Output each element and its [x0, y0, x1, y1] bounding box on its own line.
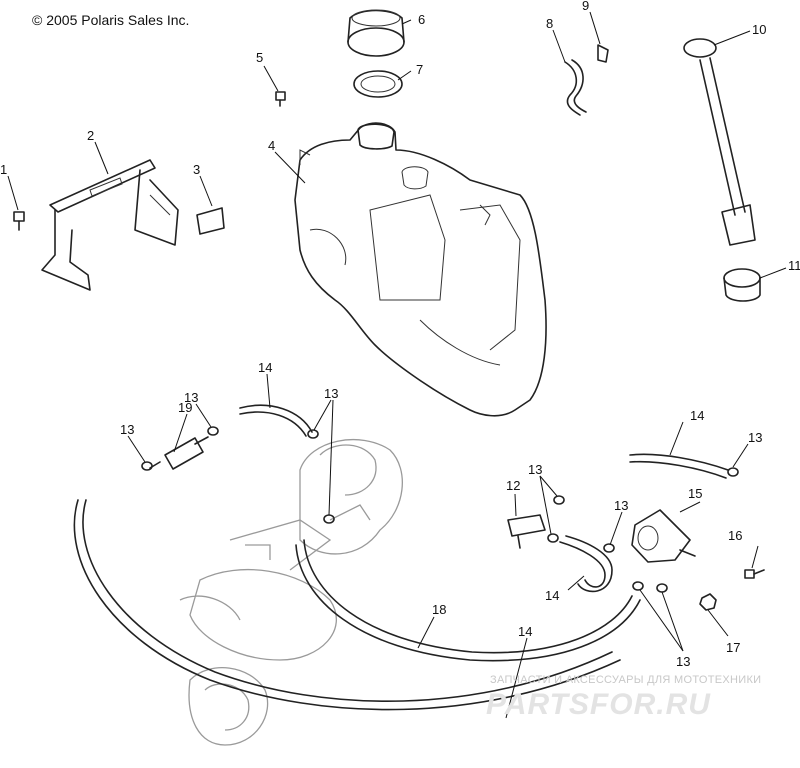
fuel-tank-part-4: [294, 122, 547, 417]
callout-14-c: 14: [545, 588, 559, 603]
callout-13-d: 13: [528, 462, 542, 477]
bracket-part-2: [41, 159, 179, 291]
callout-5: 5: [256, 50, 263, 65]
fuel-filter-part-19: [149, 436, 209, 470]
bolt-part-16: [744, 569, 765, 579]
pad-part-3: [196, 207, 225, 235]
callout-11: 11: [788, 258, 800, 273]
callout-18: 18: [432, 602, 446, 617]
fuel-cap-part-6: [347, 9, 405, 57]
callout-3: 3: [193, 162, 200, 177]
callout-14-b: 14: [690, 408, 704, 423]
fuel-hoses-part-14: [73, 404, 729, 711]
callout-6: 6: [418, 12, 425, 27]
callout-16: 16: [728, 528, 742, 543]
fitting-part-9: [597, 44, 609, 63]
nut-part-17: [699, 593, 717, 611]
callout-1: 1: [0, 162, 7, 177]
callout-13-c: 13: [324, 386, 338, 401]
callout-13-g: 13: [676, 654, 690, 669]
callout-15: 15: [688, 486, 702, 501]
callout-12: 12: [506, 478, 520, 493]
callout-13-b: 13: [184, 390, 198, 405]
callout-labels: 1 2 3 4 5 6 7 8 9 10 11 12 13 13 13 13 1…: [0, 0, 800, 669]
leader-lines: [7, 11, 787, 719]
gasket-part-7: [353, 70, 403, 98]
hose-part-18: [295, 539, 641, 662]
callout-14-d: 14: [518, 624, 532, 639]
watermark-subtitle: ЗАПЧАСТИ И АКСЕССУАРЫ ДЛЯ МОТОТЕХНИКИ: [490, 674, 762, 686]
vent-hose-part-8: [564, 59, 587, 116]
callout-7: 7: [416, 62, 423, 77]
clamps-part-13: [141, 426, 739, 593]
watermark-logo: PARTSFOR.RU: [486, 688, 711, 721]
callout-2: 2: [87, 128, 94, 143]
callout-13-e: 13: [614, 498, 628, 513]
callout-4: 4: [268, 138, 275, 153]
callout-17: 17: [726, 640, 740, 655]
callout-19: 19: [178, 400, 192, 415]
callout-9: 9: [582, 0, 589, 13]
engine-outline: [179, 438, 403, 746]
callout-14-a: 14: [258, 360, 272, 375]
copyright-notice: © 2005 Polaris Sales Inc.: [32, 12, 190, 28]
bolt-part-5: [275, 91, 286, 107]
callout-13-a: 13: [120, 422, 134, 437]
callout-8: 8: [546, 16, 553, 31]
bolt-part-1: [13, 211, 25, 231]
fuel-sender-part-10: [683, 38, 756, 246]
grommet-part-11: [723, 268, 761, 302]
callout-13-f: 13: [748, 430, 762, 445]
fuel-pump-part-15: [631, 509, 696, 563]
callout-10: 10: [752, 22, 766, 37]
valve-part-12: [507, 514, 546, 549]
